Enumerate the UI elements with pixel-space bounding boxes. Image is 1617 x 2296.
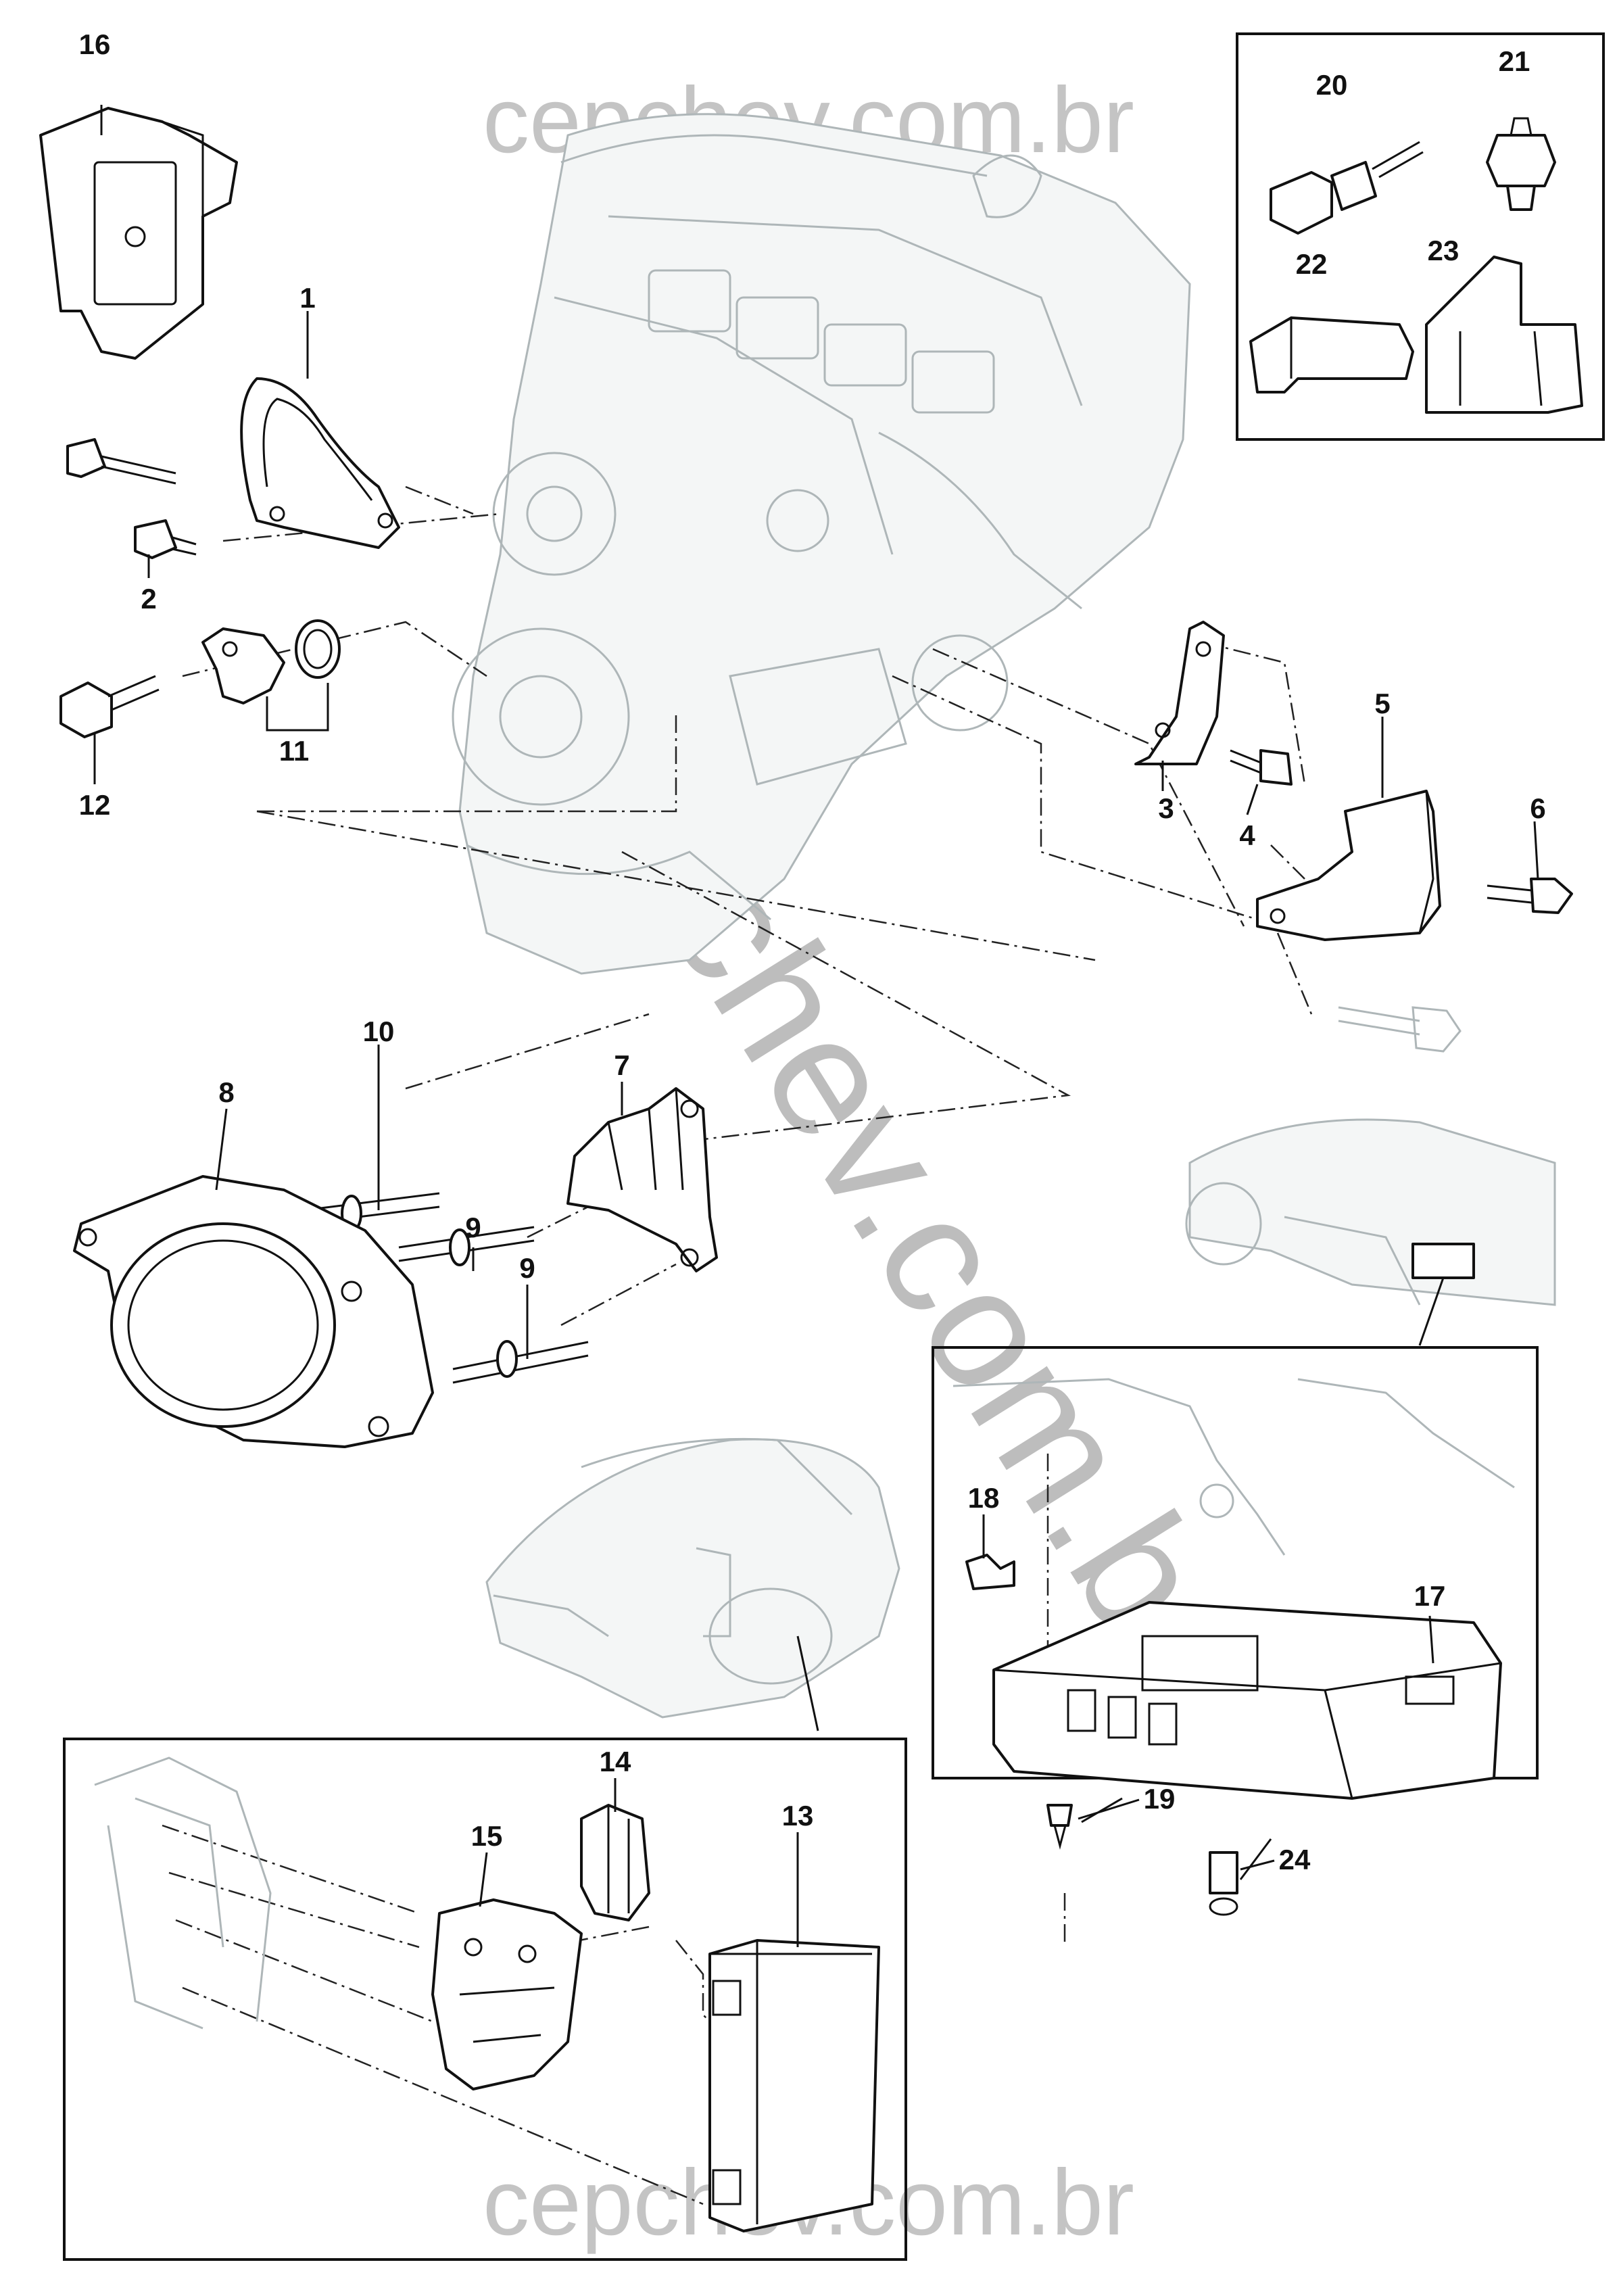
part-2-bolt [134, 519, 197, 559]
bolt-ghost [1338, 1006, 1462, 1053]
part-19-screw [1046, 1804, 1073, 1850]
part-6-bolt [1487, 878, 1573, 914]
part-15-bracket [431, 1898, 583, 2090]
callout-20: 20 [1316, 69, 1348, 101]
car-ghost [485, 1437, 900, 1719]
callout-15: 15 [471, 1820, 503, 1852]
callout-23: 23 [1428, 235, 1459, 266]
callout-5: 5 [1374, 688, 1390, 719]
callout-7: 7 [614, 1049, 629, 1081]
part-9-stud-b [452, 1340, 589, 1384]
callout-8: 8 [218, 1076, 234, 1108]
part-14-connector [580, 1804, 650, 1921]
callout-4: 4 [1239, 819, 1255, 851]
part-8-housing [73, 1175, 434, 1448]
callout-9-upper: 9 [465, 1212, 481, 1243]
part-4-bolt [1230, 749, 1293, 786]
callout-3: 3 [1158, 792, 1174, 824]
part-24-bolt [1209, 1851, 1238, 1916]
part-5-bracket [1256, 790, 1441, 941]
door-pillar-ghost [94, 1756, 272, 2030]
part-22-module [1249, 316, 1414, 393]
car-lead [796, 1635, 819, 1731]
dashboard-lead [1418, 1277, 1445, 1346]
callout-24: 24 [1279, 1844, 1311, 1875]
callout-9-lower: 9 [519, 1252, 535, 1284]
callout-13: 13 [782, 1800, 814, 1832]
engine-ghost [452, 113, 1191, 975]
callout-22: 22 [1296, 248, 1328, 280]
sensor-box-frame [1236, 32, 1605, 441]
lead-19 [1078, 1798, 1140, 1820]
bolt-upper [66, 438, 176, 485]
callout-14: 14 [600, 1746, 631, 1777]
callout-18: 18 [968, 1482, 1000, 1514]
callout-10: 10 [363, 1015, 395, 1047]
part-20-temp-sensor [1270, 141, 1424, 235]
callout-21: 21 [1499, 45, 1530, 77]
part-1-strap [240, 377, 400, 549]
part-7-mount [566, 1087, 718, 1272]
part-9-stud-a [398, 1226, 535, 1266]
part-13-ecu [708, 1939, 880, 2232]
ecu-box-ghost [952, 1378, 1515, 1556]
module-box-frame [63, 1738, 907, 2261]
callout-2: 2 [141, 583, 156, 615]
callouts: 16 1 2 11 12 3 4 5 6 10 8 7 9 9 20 21 22… [79, 28, 1546, 1875]
callout-17: 17 [1414, 1580, 1446, 1612]
part-17-ecu [992, 1601, 1502, 1800]
callout-12: 12 [79, 789, 111, 821]
callout-11: 11 [279, 735, 309, 767]
part-18-clip [965, 1554, 1015, 1590]
dashboard-ghost [1185, 1118, 1556, 1306]
callout-16: 16 [79, 28, 111, 60]
part-3-bracket [1134, 621, 1225, 765]
callout-19: 19 [1144, 1783, 1176, 1815]
part-23-bracket [1425, 256, 1583, 414]
lead-24 [1240, 1859, 1275, 1871]
part-11-sensor [201, 619, 341, 732]
part-21-knock-sensor [1486, 117, 1556, 211]
part-16-bracket [39, 107, 238, 360]
callout-1: 1 [299, 282, 315, 314]
callout-6: 6 [1530, 792, 1545, 824]
leader-lines [93, 105, 1539, 1947]
part-12-bolt [59, 675, 160, 738]
